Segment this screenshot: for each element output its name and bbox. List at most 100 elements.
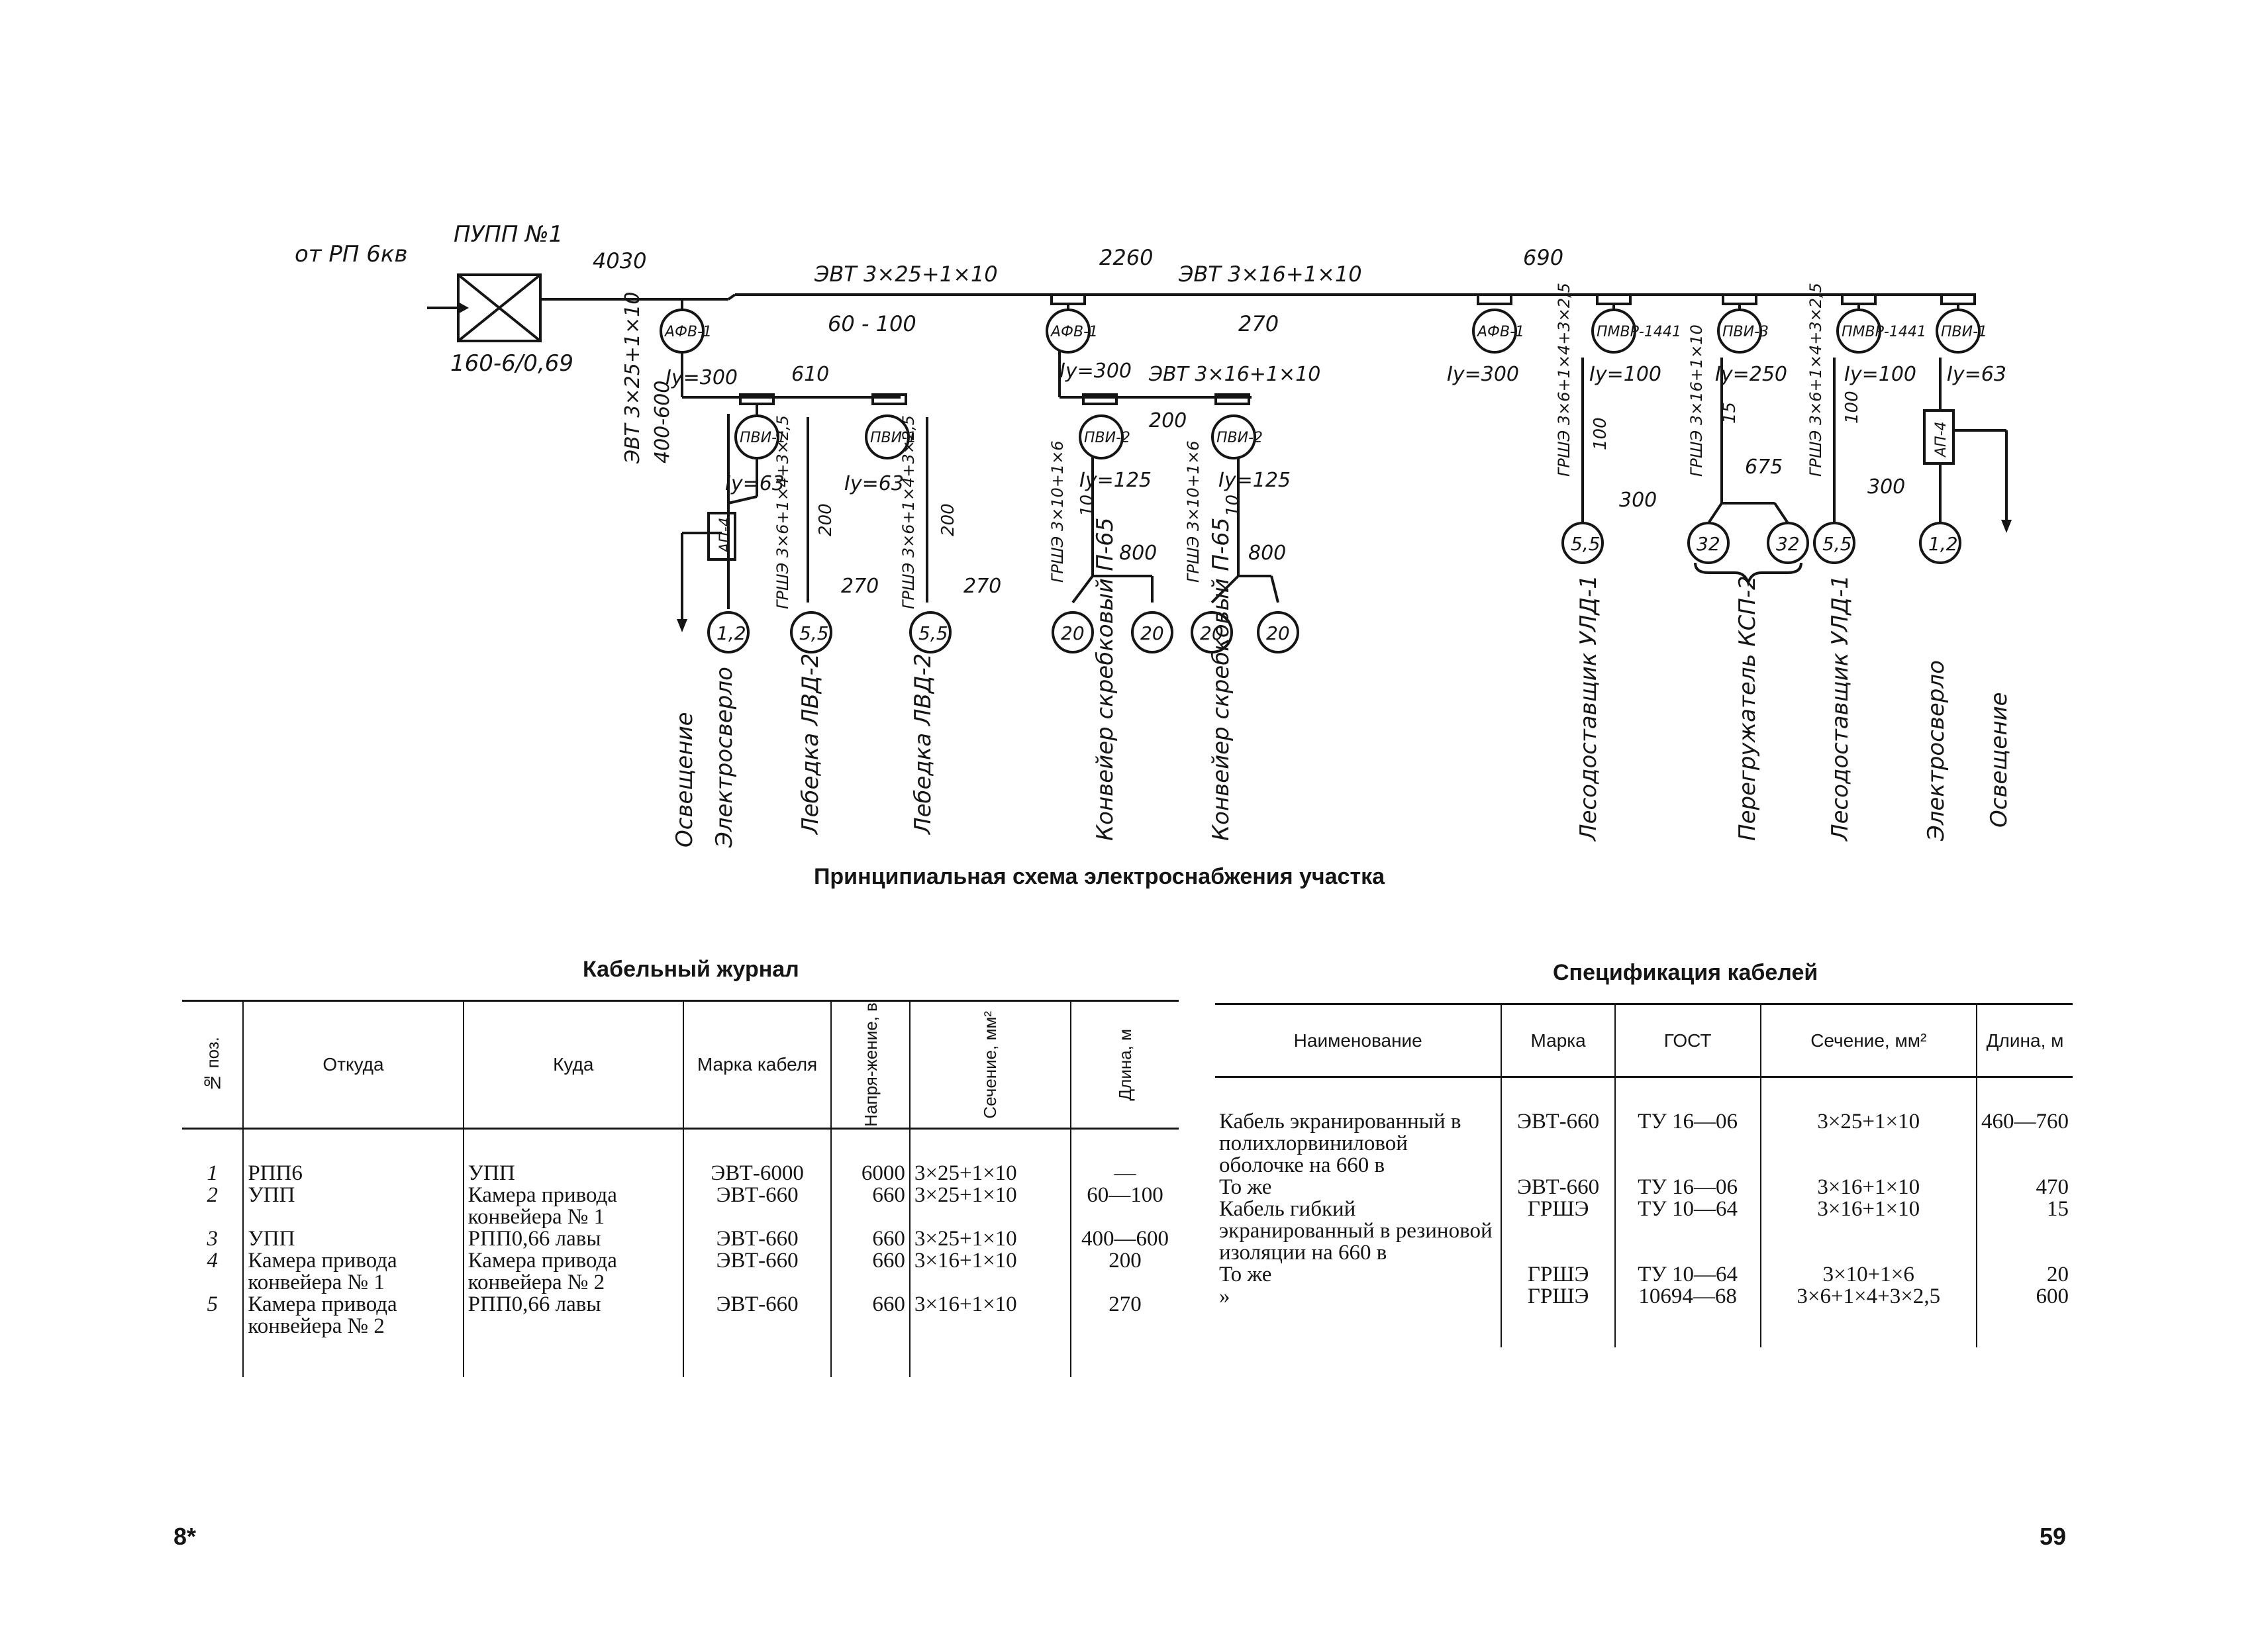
table-cell: 3×16+1×10 xyxy=(1760,1177,1977,1198)
table-cell: ЭВТ-660 xyxy=(683,1293,832,1377)
table-cell: ЭВТ-660 xyxy=(683,1228,832,1250)
motor-rating: 32 xyxy=(1776,533,1800,555)
motor-rating: 5,5 xyxy=(1571,533,1601,555)
table-cell: ТУ 16—06 xyxy=(1614,1177,1761,1198)
setting-label: Iу=250 xyxy=(1715,363,1787,386)
setting-label: Iу=63 xyxy=(844,472,904,495)
sc-current: 800 xyxy=(1248,542,1286,565)
breaker-afv-3 xyxy=(1472,309,1517,354)
table-cell: Камера привода конвейера № 1 xyxy=(243,1249,464,1294)
spec-col-brand: Марка xyxy=(1501,1004,1616,1077)
table-cell: 460—760 xyxy=(1981,1110,2069,1134)
motor-4 xyxy=(1052,611,1094,653)
ap-label: АП-4 xyxy=(717,517,734,554)
consumer-label: Освещение xyxy=(671,712,698,847)
breaker-pvi-1a xyxy=(734,414,779,459)
motor-rating: 1,2 xyxy=(716,622,746,644)
col-brand: Марка кабеля xyxy=(683,1000,832,1129)
transformer-label: 160-6/0,69 xyxy=(450,350,573,377)
source-label: от РП 6кв xyxy=(295,241,408,267)
cable-vertical: ГРШЭ 3×6+1×4+3×2,5 xyxy=(899,415,918,609)
table-cell: ЭВТ-660 xyxy=(1501,1077,1616,1177)
page-mark-left: 8* xyxy=(173,1523,197,1550)
trunk-cable: ЭВТ 3×25+1×10 xyxy=(814,262,998,287)
trunk-length: 60 - 100 xyxy=(828,311,916,336)
table-cell: 3×16+1×10 xyxy=(909,1249,1072,1294)
table-cell: 3×6+1×4+3×2,5 xyxy=(1760,1286,1977,1347)
consumer-label: Лебедка ЛВД-2 xyxy=(910,653,936,836)
table-cell: То же xyxy=(1215,1177,1503,1198)
spec-col-section: Сечение, мм² xyxy=(1760,1004,1977,1077)
consumer-label: Лебедка ЛВД-2 xyxy=(797,653,824,836)
breaker-pmvr-1 xyxy=(1591,309,1636,354)
cable-vertical: ГРШЭ 3×16+1×10 xyxy=(1687,324,1706,477)
consumer-label: Электросверло xyxy=(1923,660,1949,842)
cable-vertical: ГРШЭ 3×10+1×6 xyxy=(1184,440,1203,583)
table-cell: — xyxy=(1114,1161,1136,1185)
breaker-pvi-2b xyxy=(1211,414,1256,459)
table-cell: Кабель гибкий экранированный в резиновой… xyxy=(1215,1198,1503,1264)
table-cell: 400—600 xyxy=(1081,1226,1169,1251)
motor-6 xyxy=(1191,611,1233,653)
breaker-label: ПВИ-1 xyxy=(870,430,916,446)
table-cell: 3 xyxy=(182,1228,244,1250)
col-voltage: Напря-жение, в xyxy=(860,1002,881,1127)
table-cell: РПП0,66 лавы xyxy=(463,1293,684,1377)
trunk-length: 270 xyxy=(1238,311,1279,336)
table-cell: То же xyxy=(1215,1264,1503,1286)
breaker-label: ПВИ-2 xyxy=(1216,430,1263,446)
table-cell: 20 xyxy=(2047,1263,2069,1286)
table-cell: 1 xyxy=(182,1128,244,1184)
breaker-afv-2 xyxy=(1046,309,1091,354)
table-cell: 660 xyxy=(831,1249,911,1294)
table-cell: 2 xyxy=(182,1184,244,1228)
setting-label: Iу=300 xyxy=(1447,363,1519,386)
cable-spec-table: Наименование Марка ГОСТ Сечение, мм² Дли… xyxy=(1215,1003,2073,1347)
table-cell: ЭВТ-660 xyxy=(683,1249,832,1294)
motor-7 xyxy=(1257,611,1299,653)
breaker-label: АФВ-1 xyxy=(1050,324,1098,340)
col-from: Откуда xyxy=(243,1000,464,1129)
sc-current: 4030 xyxy=(593,248,646,273)
table-cell: 200 xyxy=(1109,1248,1142,1273)
table-cell: 660 xyxy=(831,1228,911,1250)
setting-label: Iу=100 xyxy=(1589,363,1661,386)
setting-label: Iу=100 xyxy=(1844,363,1916,386)
motor-rating: 5,5 xyxy=(1822,533,1852,555)
table-cell: 600 xyxy=(2036,1284,2069,1308)
table-cell: 3×25+1×10 xyxy=(1760,1077,1977,1177)
table-cell: РПП0,66 лавы xyxy=(463,1228,684,1250)
table-cell: 470 xyxy=(2036,1175,2069,1199)
cable-length: 10 xyxy=(1223,495,1243,516)
cable-length: 15 xyxy=(1720,402,1740,424)
table-cell: УПП xyxy=(243,1184,464,1228)
breaker-label: АФВ-1 xyxy=(664,324,712,340)
breaker-label: АФВ-1 xyxy=(1476,324,1524,340)
table-cell: 3×25+1×10 xyxy=(909,1228,1072,1250)
motor-9 xyxy=(1687,522,1730,564)
cable-length: 100 xyxy=(1591,417,1610,450)
setting-label: Iу=300 xyxy=(666,366,738,389)
setting-label: Iу=125 xyxy=(1218,469,1291,492)
consumer-label: Электросверло xyxy=(711,667,738,848)
sc-current: 610 xyxy=(791,363,829,386)
breaker-label: ПВИ-2 xyxy=(1084,430,1130,446)
breaker-afv-1 xyxy=(660,309,705,354)
table-cell: ЭВТ-6000 xyxy=(683,1128,832,1184)
sc-current: 300 xyxy=(1619,489,1657,512)
page-number: 59 xyxy=(2040,1523,2067,1550)
col-to: Куда xyxy=(463,1000,684,1129)
cable-vertical: ГРШЭ 3×6+1×4+3×2,5 xyxy=(773,415,792,609)
motor-1 xyxy=(707,611,750,653)
breaker-pvi-3 xyxy=(1717,309,1762,354)
table-cell: Камера привода конвейера № 1 xyxy=(463,1184,684,1228)
table-cell: Камера привода конвейера № 2 xyxy=(463,1249,684,1294)
col-section: Сечение, мм² xyxy=(980,1010,1001,1119)
spec-col-gost: ГОСТ xyxy=(1614,1004,1761,1077)
motor-11 xyxy=(1813,522,1855,564)
table-cell: ГРШЭ xyxy=(1501,1286,1616,1347)
sc-current: 270 xyxy=(841,575,879,598)
